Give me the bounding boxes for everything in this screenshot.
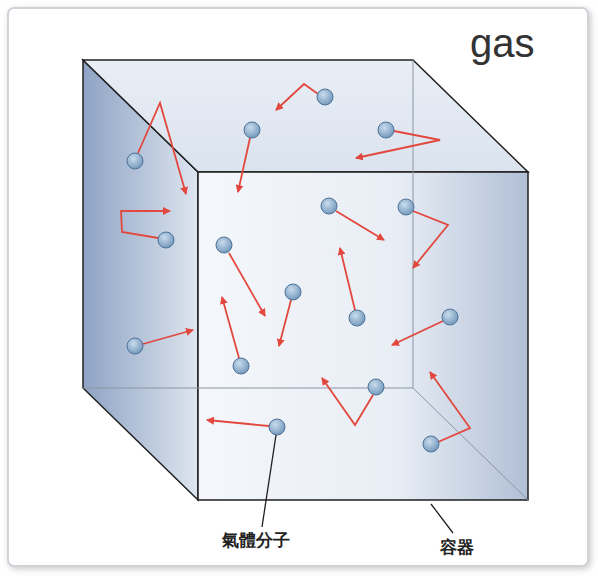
container-label: 容器 <box>440 538 474 558</box>
label-anchor: gas <box>470 20 535 66</box>
container-leader-line <box>431 504 453 533</box>
picture-frame <box>8 8 588 566</box>
label-anchor: 氣體分子 <box>222 531 290 551</box>
gas-molecules <box>127 89 458 452</box>
molecule-leader-line <box>262 435 276 527</box>
container-cube <box>83 60 528 500</box>
motion-arrows <box>121 84 470 442</box>
label-anchor: 容器 <box>440 538 474 558</box>
title-word: gas <box>470 20 535 66</box>
molecule-label: 氣體分子 <box>222 531 290 551</box>
